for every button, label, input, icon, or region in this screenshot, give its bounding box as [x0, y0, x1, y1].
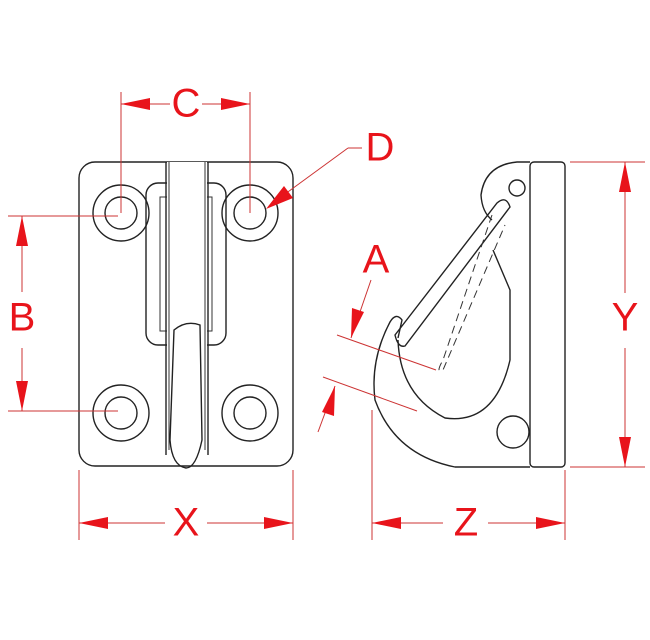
label-y: Y [612, 296, 639, 340]
label-a: A [363, 238, 390, 282]
dimension-x: X [78, 470, 294, 545]
dimension-z: Z [371, 410, 566, 545]
pivot-hole [508, 179, 526, 197]
lower-hole [496, 415, 530, 449]
dimension-b: B [8, 215, 118, 412]
strap [145, 162, 227, 469]
side-view [373, 161, 566, 468]
label-z: Z [454, 501, 478, 545]
dimension-y: Y [570, 161, 645, 468]
label-b: B [9, 296, 36, 340]
gate-hidden-lines [438, 214, 506, 372]
dimension-c: C [120, 82, 251, 213]
label-x: X [173, 501, 200, 545]
back-plate [529, 161, 566, 468]
hook-inner [397, 249, 511, 420]
front-view [78, 161, 294, 469]
dimension-d: D [266, 126, 394, 209]
hook-top [480, 161, 530, 221]
label-d: D [366, 126, 395, 170]
hook-outer [373, 315, 530, 468]
label-c: C [172, 82, 201, 126]
dimension-a: A [317, 238, 437, 433]
gate [394, 199, 511, 347]
